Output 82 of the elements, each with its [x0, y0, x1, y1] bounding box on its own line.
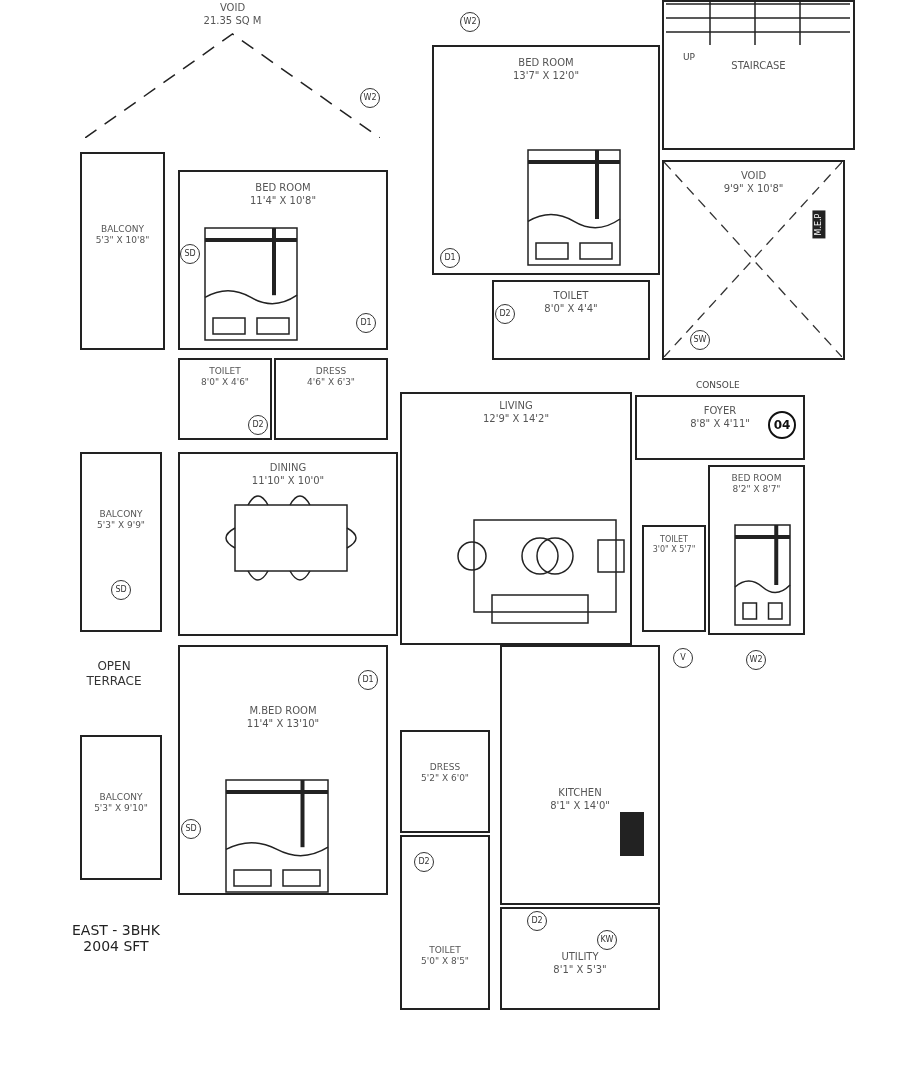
room-outline — [642, 525, 706, 632]
door-tag: D2 — [495, 304, 515, 324]
room-outline — [80, 452, 162, 632]
room-outline — [80, 152, 165, 350]
room-dimension: 8'8" X 4'11" — [690, 417, 750, 430]
room-outline — [400, 392, 632, 645]
room-name: TOILET — [429, 945, 461, 957]
room-name: STAIRCASE — [731, 60, 786, 73]
room-outline — [178, 358, 272, 440]
room-name: BALCONY — [99, 792, 143, 804]
room-name: DRESS — [315, 366, 347, 378]
room-dimension: 5'3" X 10'8" — [95, 235, 150, 247]
door-tag: SD — [180, 244, 200, 264]
room-dimension: 11'4" X 10'8" — [249, 194, 317, 207]
room-dimension: 13'7" X 12'0" — [512, 69, 580, 82]
room-dimension: 3'0" X 5'7" — [652, 545, 696, 555]
door-tag: W2 — [360, 88, 380, 108]
room-name: UTILITY — [561, 951, 599, 964]
room-name: FOYER — [703, 405, 737, 418]
room-outline — [274, 358, 388, 440]
room-dimension: 8'1" X 5'3" — [553, 963, 607, 976]
door-tag: D1 — [356, 313, 376, 333]
room-name: DINING — [269, 462, 307, 475]
room-name: BALCONY — [101, 224, 144, 236]
room-outline — [432, 45, 660, 275]
room-name: OPEN TERRACE — [85, 659, 143, 689]
staircase-area — [662, 0, 855, 150]
room-outline — [708, 465, 805, 635]
door-tag: D2 — [527, 911, 547, 931]
room-outline — [400, 835, 490, 1010]
room-dimension: 8'1" X 14'0" — [550, 799, 610, 812]
room-outline — [178, 170, 388, 350]
room-name: BALCONY — [99, 509, 143, 521]
door-tag: D2 — [414, 852, 434, 872]
room-name: DRESS — [429, 762, 461, 774]
room-dimension: 11'10" X 10'0" — [251, 474, 325, 487]
door-tag: D1 — [440, 248, 460, 268]
door-tag: D1 — [358, 670, 378, 690]
room-name: VOID — [219, 2, 246, 15]
room-name: BED ROOM — [518, 57, 574, 70]
room-dimension: 8'0" X 4'4" — [544, 302, 598, 315]
room-name: TOILET — [209, 366, 241, 378]
unit-number-tag: 04 — [768, 411, 796, 439]
room-name: TOILET — [660, 535, 688, 545]
room-dimension: 5'3" X 9'9" — [97, 520, 145, 532]
room-outline — [178, 645, 388, 895]
room-dimension: 11'4" X 13'10" — [246, 717, 320, 730]
room-dimension: 5'0" X 8'5" — [421, 956, 469, 968]
door-tag: KW — [597, 930, 617, 950]
room-name: VOID — [740, 170, 767, 183]
door-tag: W2 — [460, 12, 480, 32]
room-name: M.BED ROOM — [249, 705, 317, 718]
room-outline — [500, 645, 660, 905]
door-tag: W2 — [746, 650, 766, 670]
door-tag: SD — [111, 580, 131, 600]
room-dimension: 21.35 SQ M — [203, 14, 262, 27]
room-outline — [178, 452, 398, 636]
door-tag: V — [673, 648, 693, 668]
area-label: CONSOLE — [696, 380, 740, 390]
room-outline — [80, 735, 162, 880]
room-dimension: 8'2" X 8'7" — [732, 484, 781, 496]
room-outline — [635, 395, 805, 460]
area-label: UP — [683, 52, 695, 62]
room-name: LIVING — [499, 400, 533, 413]
room-name: BED ROOM — [731, 473, 782, 485]
room-dimension: 12'9" X 14'2" — [482, 412, 550, 425]
door-tag: D2 — [248, 415, 268, 435]
room-name: TOILET — [553, 290, 589, 303]
shaft-label: M.E.P — [812, 210, 826, 239]
room-dimension: 5'2" X 6'0" — [421, 773, 469, 785]
room-name: BED ROOM — [255, 182, 311, 195]
door-tag: SD — [181, 819, 201, 839]
room-dimension: 8'0" X 4'6" — [201, 377, 249, 389]
room-dimension: 5'3" X 9'10" — [94, 803, 148, 815]
door-tag: SW — [690, 330, 710, 350]
room-name: KITCHEN — [558, 787, 602, 800]
room-dimension: 9'9" X 10'8" — [723, 182, 784, 195]
room-outline — [492, 280, 650, 360]
plan-caption: EAST - 3BHK 2004 SFT — [70, 922, 161, 954]
room-dimension: 4'6" X 6'3" — [307, 377, 355, 389]
room-outline — [400, 730, 490, 833]
room-outline — [500, 907, 660, 1010]
